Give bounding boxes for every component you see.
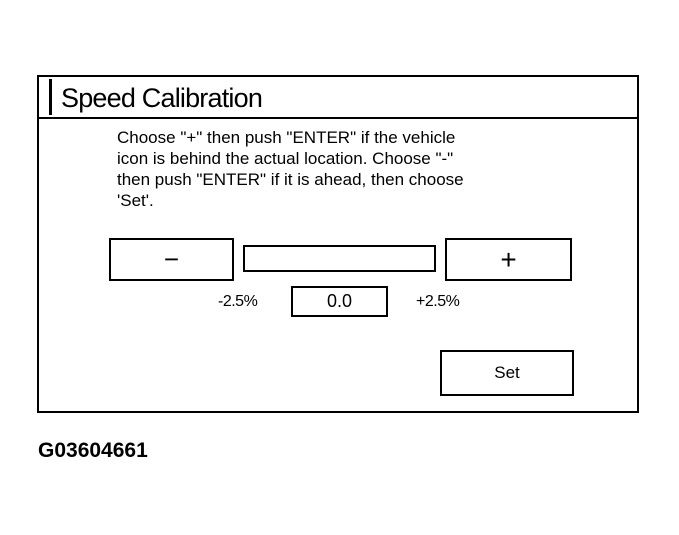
set-button-label: Set xyxy=(494,363,520,382)
dialog-title: Speed Calibration xyxy=(61,83,263,113)
speed-calibration-dialog: Speed Calibration Choose "+" then push "… xyxy=(37,75,639,413)
decrease-button[interactable]: − xyxy=(109,238,234,281)
range-max-label: +2.5% xyxy=(416,293,460,310)
figure-id-label: G03604661 xyxy=(38,439,148,462)
range-min-label: -2.5% xyxy=(218,293,258,310)
title-accent-bar xyxy=(49,79,52,115)
set-button[interactable]: Set xyxy=(440,350,574,396)
calibration-value: 0.0 xyxy=(291,286,388,317)
calibration-slider[interactable] xyxy=(243,245,436,272)
dialog-titlebar: Speed Calibration xyxy=(39,77,637,119)
plus-label: + xyxy=(500,243,517,275)
minus-label: − xyxy=(163,244,180,274)
instructions-text: Choose "+" then push "ENTER" if the vehi… xyxy=(117,128,464,210)
increase-button[interactable]: + xyxy=(445,238,572,281)
